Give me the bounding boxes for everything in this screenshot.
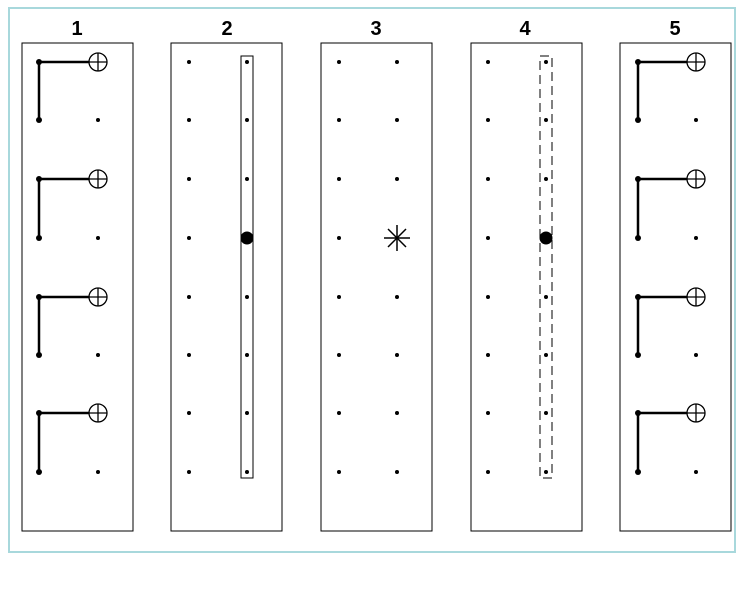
crossed-circle-icon xyxy=(686,169,706,189)
filled-dot-marker xyxy=(240,231,254,245)
junction-dot xyxy=(36,176,42,182)
pin-dot xyxy=(635,117,641,123)
pin-dot xyxy=(694,470,698,474)
pin-dot xyxy=(36,352,42,358)
pin-dot xyxy=(96,470,100,474)
panel-5-hooks xyxy=(635,52,706,475)
hook-line xyxy=(636,177,696,238)
hook-line xyxy=(37,295,98,355)
panel-3 xyxy=(320,42,433,532)
pin-dot xyxy=(36,235,42,241)
pin-dot xyxy=(694,118,698,122)
panel-5 xyxy=(619,42,732,532)
hook-line xyxy=(37,411,98,472)
pin-dot xyxy=(694,236,698,240)
hook-line xyxy=(37,177,98,238)
junction-dot xyxy=(36,294,42,300)
filled-dot-marker xyxy=(539,231,553,245)
junction-dot xyxy=(36,410,42,416)
crossed-circle-icon xyxy=(88,403,108,423)
hook-line xyxy=(37,60,98,120)
panel-3-label: 3 xyxy=(370,18,381,40)
diagram-frame xyxy=(8,7,736,553)
dashed-column-rectangle xyxy=(539,55,553,479)
crossed-circle-icon xyxy=(88,169,108,189)
junction-dot xyxy=(635,294,641,300)
junction-dot xyxy=(635,59,641,65)
panel-2-dots xyxy=(187,60,249,474)
pin-dot xyxy=(96,236,100,240)
panel-3-border xyxy=(320,42,433,532)
hook-line xyxy=(636,60,696,120)
solid-column-rectangle xyxy=(240,55,254,479)
crossed-circle-icon xyxy=(686,52,706,72)
panel-1 xyxy=(21,42,134,532)
junction-dot xyxy=(36,59,42,65)
pin-dot xyxy=(635,469,641,475)
panel-4-label: 4 xyxy=(519,18,531,40)
panel-5-label: 5 xyxy=(669,18,680,40)
pin-dot xyxy=(36,117,42,123)
crossed-circle-icon xyxy=(88,287,108,307)
panel-4 xyxy=(470,42,583,532)
panel-4-dots xyxy=(486,60,548,474)
pin-dot xyxy=(36,469,42,475)
pin-dot xyxy=(635,235,641,241)
panel-1-border xyxy=(21,42,134,532)
panel-5-border xyxy=(619,42,732,532)
asterisk-icon xyxy=(384,225,410,251)
hook-line xyxy=(636,411,696,472)
crossed-circle-icon xyxy=(686,287,706,307)
panel-4-border xyxy=(470,42,583,532)
crossed-circle-icon xyxy=(686,403,706,423)
panel-3-dots xyxy=(337,60,399,474)
junction-dot xyxy=(635,410,641,416)
panel-1-hooks xyxy=(36,52,108,475)
hook-line xyxy=(636,295,696,355)
junction-dot xyxy=(635,176,641,182)
panel-1-label: 1 xyxy=(71,18,82,40)
pin-dot xyxy=(96,118,100,122)
pin-dot xyxy=(635,352,641,358)
panel-2 xyxy=(170,42,283,532)
crossed-circle-icon xyxy=(88,52,108,72)
panel-2-border xyxy=(170,42,283,532)
pin-dot xyxy=(96,353,100,357)
panel-2-label: 2 xyxy=(221,18,232,40)
pin-dot xyxy=(694,353,698,357)
